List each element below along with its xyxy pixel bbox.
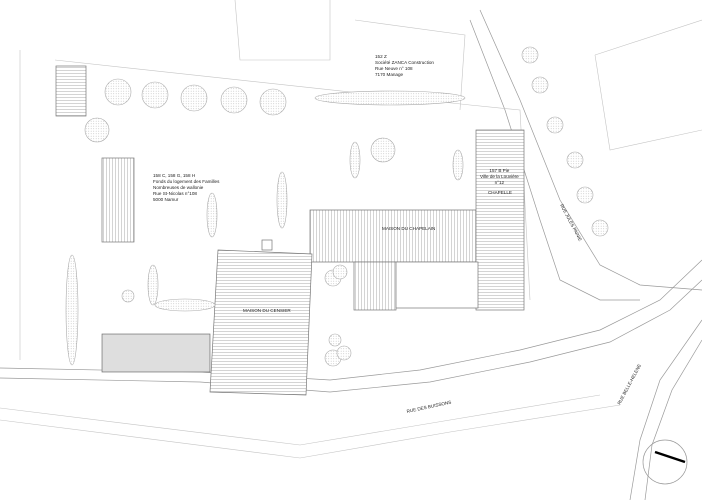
parcel-line: 152 Z xyxy=(375,54,387,59)
parcel-line: Nombreuses de wallonie xyxy=(153,185,204,190)
south-shed xyxy=(101,333,211,373)
annex-a xyxy=(353,261,397,311)
parcel-line: 158 C, 158 G, 158 H xyxy=(153,173,195,178)
parcel-label-west: 158 C, 158 G, 158 H Fonds du logement de… xyxy=(153,173,221,202)
north-annex xyxy=(55,65,87,117)
parcel-line: Fonds du logement des Familles xyxy=(153,179,220,184)
censier-roof xyxy=(209,249,313,396)
roundabout xyxy=(642,439,688,485)
parcel-line: CHAPELLE xyxy=(488,190,512,195)
parcel-line: Rue St-Nicolas n°108 xyxy=(153,191,197,196)
parcel-line: n°12 xyxy=(495,180,505,185)
parcel-line: 7170 Manage xyxy=(375,72,404,77)
small-structure xyxy=(261,239,273,251)
parcel-line: Ville de la Louvière xyxy=(480,174,519,179)
building-label-chapelain: MAISON DU CHAPELAIN xyxy=(382,226,435,231)
west-shed xyxy=(101,157,135,243)
parcel-line: 5000 Namur xyxy=(153,197,179,202)
building-label-censier: MAISON DU CENSIER xyxy=(243,308,291,313)
chapel-roof xyxy=(475,129,525,311)
chapelain-roof xyxy=(309,209,491,263)
buildings xyxy=(55,65,525,396)
parcel-line: Rue Neuve n° 108 xyxy=(375,66,413,71)
parcel-line: Société ZANCA Construction xyxy=(375,60,434,65)
parcel-line: 157 B Pie xyxy=(489,168,509,173)
parcel-label-east: 157 B Pie Ville de la Louvière n°12 CHAP… xyxy=(480,168,520,195)
trees xyxy=(65,46,609,367)
annex-b xyxy=(395,261,479,309)
parcel-label-north: 152 Z Société ZANCA Construction Rue Neu… xyxy=(375,54,435,77)
